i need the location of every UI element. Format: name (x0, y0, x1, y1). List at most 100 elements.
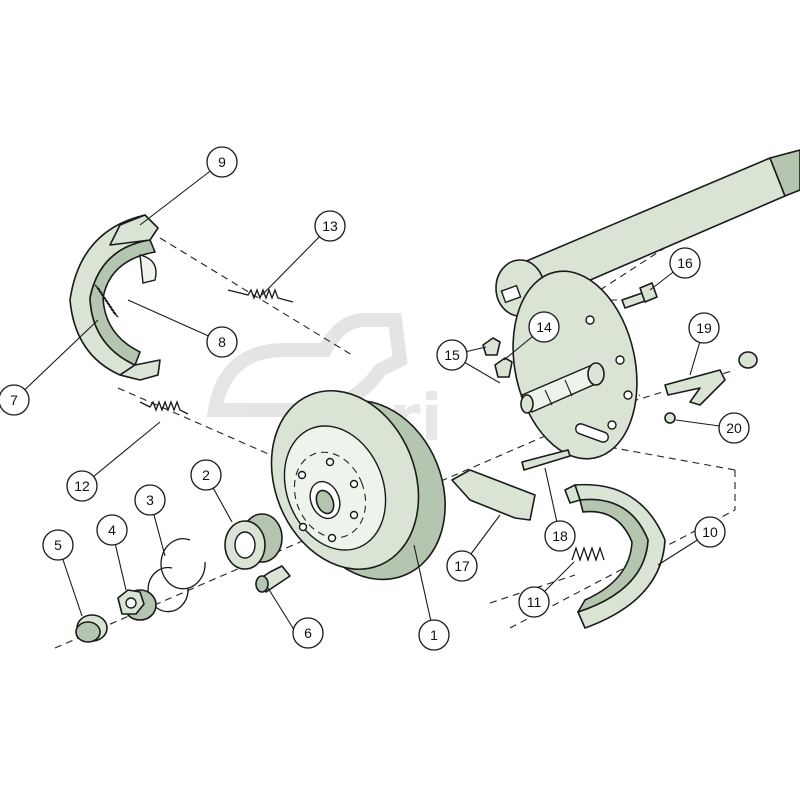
backplate-hole (623, 390, 633, 400)
callout-15: 15 (436, 339, 468, 371)
adjuster-block-14 (494, 357, 513, 378)
adjuster-strut (521, 449, 571, 471)
callout-17: 17 (446, 550, 478, 582)
leader-6 (267, 587, 297, 634)
spring-coil (227, 288, 294, 303)
wheel-stud (255, 565, 291, 593)
callout-label: 13 (322, 218, 338, 234)
stud-hole (298, 522, 308, 532)
callout-label: 20 (726, 420, 742, 436)
callout-label: 3 (146, 492, 154, 508)
brake-shoe-left (69, 214, 161, 381)
bolt-circle (293, 451, 367, 539)
callout-18: 18 (544, 520, 576, 552)
callout-label: 5 (54, 537, 62, 553)
return-spring-upper (227, 288, 294, 303)
nut-bore (125, 597, 137, 609)
cap-face (75, 621, 101, 643)
callout-3: 3 (134, 484, 166, 516)
callout-label: 6 (304, 625, 312, 641)
lower-spring-axis-line-2 (489, 574, 576, 604)
callout-label: 7 (10, 392, 18, 408)
callout-label: 15 (444, 347, 460, 363)
callout-10: 10 (694, 516, 726, 548)
stud-hole (297, 470, 307, 480)
axle-beam (495, 149, 800, 317)
spindle-collar (587, 362, 605, 386)
brake-drum (270, 389, 446, 581)
callout-label: 14 (536, 319, 552, 335)
callout-13: 13 (314, 210, 346, 242)
spindle (520, 362, 605, 414)
drum-bore-inner (315, 489, 335, 515)
callout-label: 19 (696, 320, 712, 336)
spindle-tip (520, 394, 534, 414)
return-spring-lower (139, 400, 189, 415)
leader-13 (261, 225, 331, 296)
callout-9: 9 (206, 146, 238, 178)
handbrake-lever (664, 369, 726, 406)
brake-shoe-right (564, 483, 666, 629)
callout-label: 8 (218, 334, 226, 350)
backplate-hole (607, 420, 617, 430)
callout-7: 7 (0, 384, 30, 416)
callout-label: 11 (527, 594, 542, 610)
backplate-hole (615, 355, 625, 365)
lever-bracket (451, 469, 536, 521)
callout-19: 19 (688, 312, 720, 344)
spindle-step (564, 379, 573, 397)
castle-nut (117, 589, 157, 621)
lever-bushing (738, 351, 758, 369)
spring-coil (139, 400, 189, 415)
adjuster-block-15 (482, 337, 501, 356)
spindle-step (544, 389, 553, 406)
shoe-top-end (109, 214, 159, 246)
circlip-outer (160, 538, 206, 590)
stud-hole (327, 533, 337, 543)
shoe-bottom-end (119, 359, 161, 381)
callouts: 1 2 3 4 5 6 7 8 9 10 11 12 13 14 15 16 1… (0, 146, 750, 651)
callout-6: 6 (292, 617, 324, 649)
bearing-bore (234, 531, 256, 559)
callout-20: 20 (718, 412, 750, 444)
drum-flange (283, 425, 387, 551)
callout-8: 8 (206, 326, 238, 358)
small-parts (451, 282, 758, 521)
stud-hole (349, 510, 359, 520)
dust-cap (75, 614, 108, 643)
callout-16: 16 (669, 247, 701, 279)
shoe-web (577, 498, 649, 613)
shoe-spring (94, 284, 119, 318)
backplate-slot (575, 423, 609, 443)
upper-shoe-axis-line (159, 237, 353, 356)
callout-2: 2 (190, 459, 222, 491)
callout-12: 12 (66, 470, 98, 502)
callout-label: 12 (74, 478, 90, 494)
callout-label: 18 (552, 528, 568, 544)
callout-4: 4 (96, 514, 128, 546)
adjuster-spring (571, 545, 605, 563)
axle-tube-end (769, 149, 800, 197)
callout-label: 10 (702, 524, 718, 540)
callout-label: 1 (430, 627, 438, 643)
callout-14: 14 (528, 311, 560, 343)
callout-11: 11 (518, 586, 550, 618)
leader-9 (139, 161, 223, 226)
axle-mount-slot (500, 284, 522, 304)
callout-label: 9 (218, 154, 226, 170)
circlips (147, 538, 206, 613)
backplate-hole (585, 315, 595, 325)
stud-hole (325, 457, 335, 467)
callout-label: 4 (108, 522, 116, 538)
callout-1: 1 (418, 619, 450, 651)
leader-12 (81, 421, 161, 487)
spring-coil (571, 545, 605, 563)
callout-label: 17 (454, 558, 470, 574)
callout-label: 2 (202, 467, 210, 483)
leader-8 (127, 299, 223, 343)
stud-hole (349, 479, 359, 489)
wheel-bearing (224, 513, 283, 570)
small-nut (664, 412, 676, 424)
